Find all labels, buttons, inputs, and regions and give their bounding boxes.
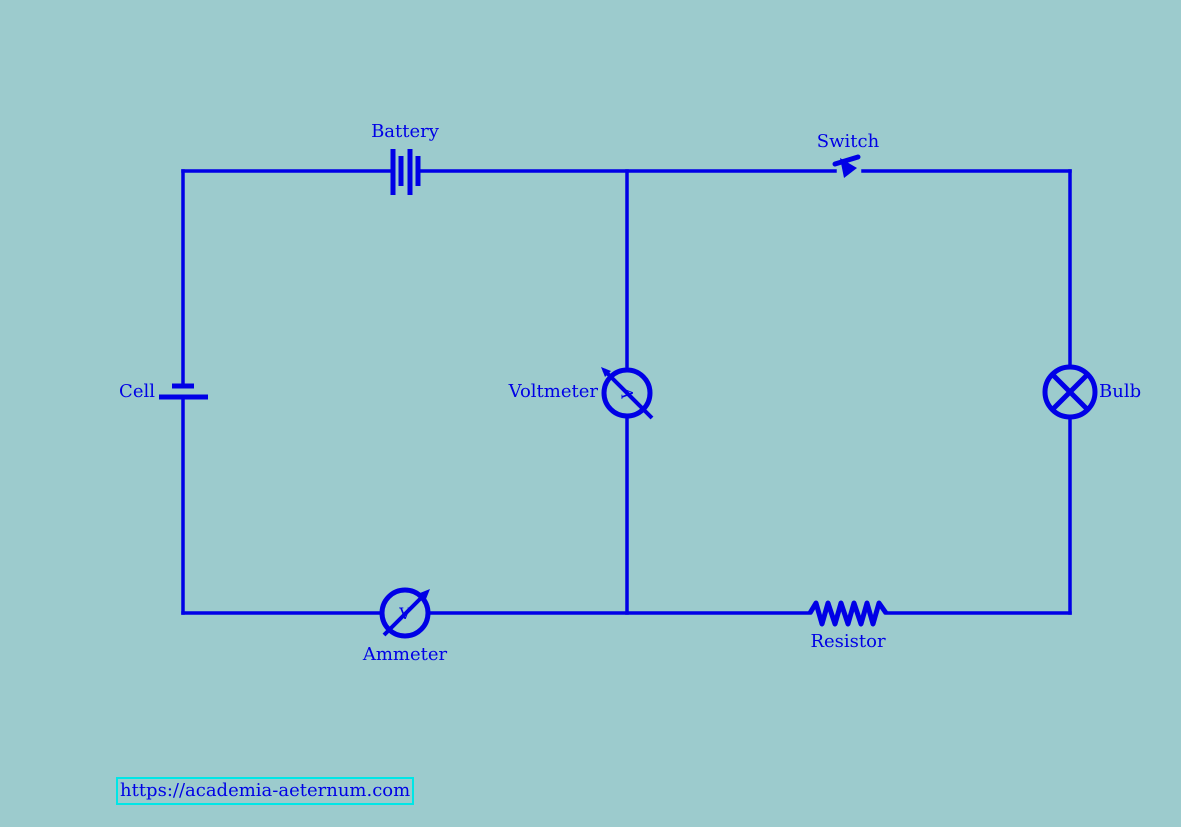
battery-icon (390, 149, 421, 195)
wires (181, 169, 1072, 615)
voltmeter-label: Voltmeter (508, 381, 599, 402)
resistor-label: Resistor (810, 631, 886, 652)
svg-text:V: V (398, 604, 411, 623)
switch-icon[interactable] (832, 154, 861, 178)
ammeter-label: Ammeter (362, 644, 448, 665)
website-link[interactable]: https://academia-aeternum.com (116, 777, 415, 805)
battery-label: Battery (371, 121, 440, 142)
cell-icon (159, 383, 208, 400)
switch-label: Switch (817, 131, 880, 152)
bulb-label: Bulb (1099, 381, 1141, 402)
ammeter-icon: V (379, 587, 431, 639)
resistor-icon (807, 600, 889, 627)
cell-label: Cell (119, 381, 155, 402)
svg-text:V: V (618, 387, 637, 400)
voltmeter-icon: V (601, 367, 654, 420)
bulb-icon (1042, 364, 1098, 420)
